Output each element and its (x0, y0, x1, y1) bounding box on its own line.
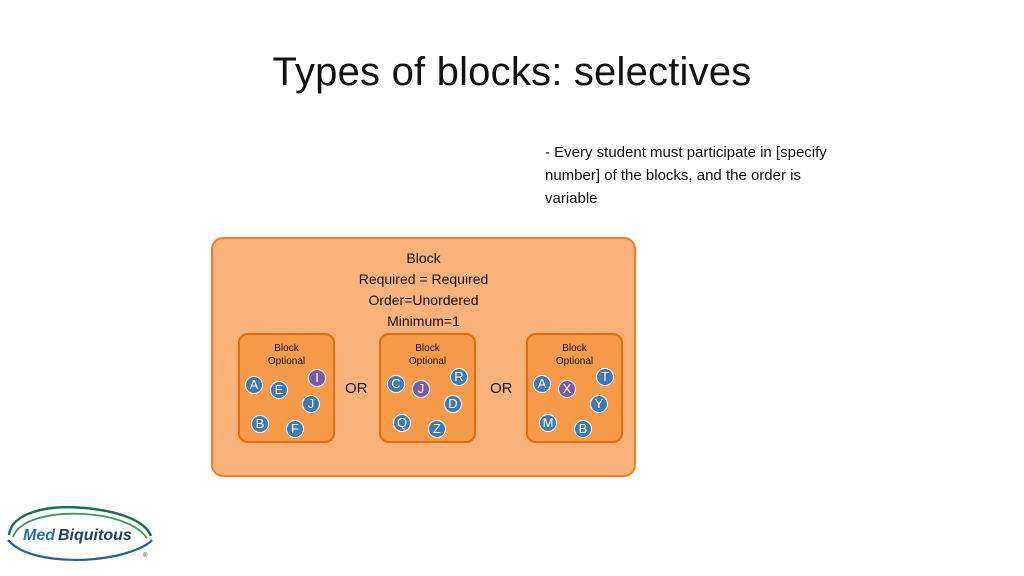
outer-block: Block Required = Required Order=Unordere… (211, 237, 636, 477)
inner-block-line: Block (415, 343, 440, 354)
inner-block-label: Block Optional (528, 342, 621, 368)
outer-block-label: Block Required = Required Order=Unordere… (213, 248, 634, 332)
slide-note: - Every student must participate in [spe… (545, 144, 827, 207)
item-circle: B (251, 415, 269, 433)
item-circle: A (245, 376, 263, 394)
item-circle: X (558, 380, 576, 398)
outer-block-line: Block (406, 250, 441, 266)
or-separator: OR (345, 380, 368, 397)
inner-block-1: Block Optional A E I J B F (238, 333, 335, 443)
or-separator: OR (490, 380, 513, 397)
inner-block-line: Block (274, 343, 299, 354)
item-circle: A (533, 375, 551, 393)
inner-block-3: Block Optional A X T Y M B (526, 333, 623, 443)
inner-block-label: Block Optional (381, 342, 474, 368)
inner-block-line: Optional (555, 356, 594, 367)
item-circle: M (539, 414, 557, 432)
item-circle: J (412, 380, 430, 398)
item-circle: Q (393, 414, 411, 432)
item-circle: T (596, 368, 614, 386)
item-circle: C (387, 375, 405, 393)
slide-title: Types of blocks: selectives (272, 50, 752, 94)
outer-block-line: Minimum=1 (387, 313, 460, 329)
inner-block-line: Optional (267, 356, 306, 367)
inner-block-line: Optional (408, 356, 447, 367)
medbiquitous-logo: Med Biquitous ® (5, 502, 155, 564)
item-circle: I (308, 369, 326, 387)
item-circle: D (444, 395, 462, 413)
item-circle: R (450, 368, 468, 386)
inner-block-line: Block (562, 343, 587, 354)
item-circle: J (302, 395, 320, 413)
inner-block-label: Block Optional (240, 342, 333, 368)
outer-block-line: Order=Unordered (368, 292, 479, 308)
outer-block-line: Required = Required (358, 271, 489, 287)
item-circle: Y (590, 395, 608, 413)
item-circle: B (574, 420, 592, 438)
item-circle: E (270, 381, 288, 399)
item-circle: F (286, 420, 304, 438)
inner-block-2: Block Optional C J R D Q Z (379, 333, 476, 443)
logo-graphic: Med Biquitous ® (7, 505, 153, 561)
svg-text:Med: Med (23, 527, 56, 544)
item-circle: Z (428, 420, 446, 438)
svg-text:®: ® (143, 552, 148, 559)
svg-text:Biquitous: Biquitous (58, 527, 132, 544)
